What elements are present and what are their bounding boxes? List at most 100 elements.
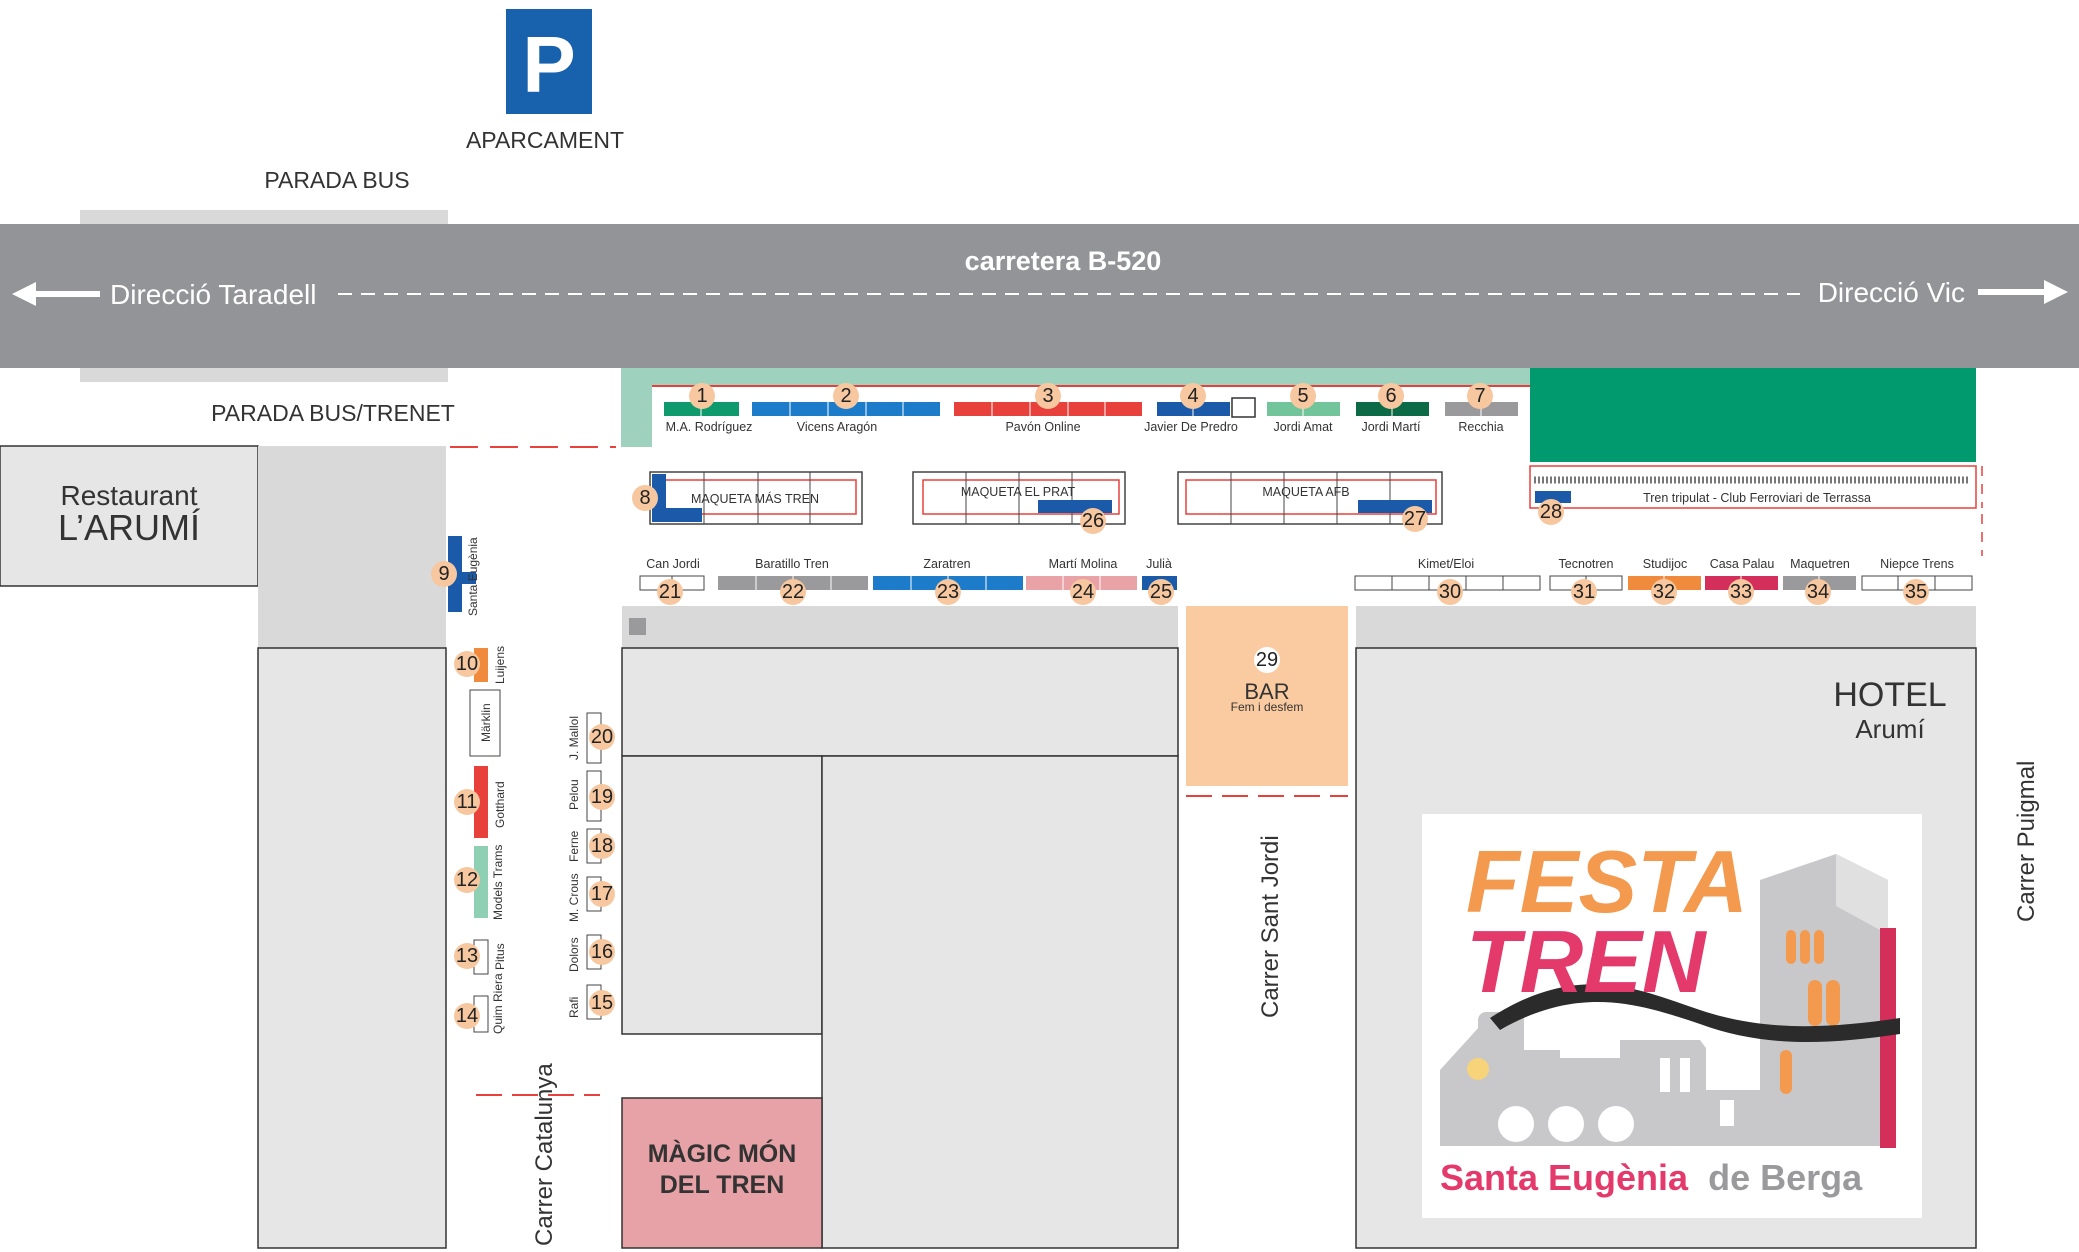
- bus-stop-top-label: PARADA BUS: [264, 167, 409, 193]
- layout-27[interactable]: MAQUETA AFB: [1177, 471, 1443, 525]
- top-stand-labels: M.A. Rodríguez Vicens Aragón Pavón Onlin…: [666, 420, 1504, 434]
- magic-line1: MÀGIC MÓN: [648, 1138, 797, 1168]
- church-tower-icon: [1760, 854, 1896, 1148]
- badge-21: 21: [657, 579, 683, 605]
- stand-3-name: Pavón Online: [1005, 420, 1080, 434]
- badge-2: 2: [833, 383, 859, 409]
- parking-letter: P: [522, 20, 575, 109]
- svg-text:34: 34: [1807, 581, 1829, 603]
- svg-text:18: 18: [591, 835, 613, 857]
- magic-mon-del-tren[interactable]: [621, 1097, 823, 1249]
- badge-18: 18: [589, 833, 615, 859]
- layout-8[interactable]: MAQUETA MÁS TREN: [649, 471, 863, 525]
- badge-7: 7: [1467, 383, 1493, 409]
- poster-title-line1: FESTA: [1466, 832, 1748, 931]
- svg-text:26: 26: [1082, 510, 1104, 532]
- poster-town-suffix: de Berga: [1708, 1157, 1863, 1198]
- svg-text:13: 13: [456, 945, 478, 967]
- svg-text:11: 11: [457, 791, 478, 813]
- bus-stop-bottom: [80, 368, 448, 382]
- stand-6-name: Jordi Martí: [1361, 420, 1421, 434]
- svg-text:1: 1: [696, 385, 707, 407]
- gray-marker: [629, 618, 646, 635]
- stand-15-name: Rafi: [567, 997, 581, 1018]
- bar-area[interactable]: [1186, 606, 1348, 786]
- stand-4[interactable]: [1157, 397, 1256, 418]
- badge-6: 6: [1378, 383, 1404, 409]
- stand-9[interactable]: [448, 536, 476, 612]
- layout-27-name: MAQUETA AFB: [1262, 485, 1349, 499]
- stand-10-name: Luijens: [493, 646, 507, 684]
- svg-text:28: 28: [1540, 501, 1562, 523]
- stand-5-name: Jordi Amat: [1273, 420, 1333, 434]
- badge-25: 25: [1148, 579, 1174, 605]
- badge-1: 1: [689, 383, 715, 409]
- layout-28[interactable]: Tren tripulat - Club Ferroviari de Terra…: [1529, 465, 1983, 509]
- badge-5: 5: [1290, 383, 1316, 409]
- middle-stands-row: [639, 575, 1973, 591]
- bar-name: BAR: [1244, 679, 1289, 704]
- stand-25-name: Julià: [1146, 557, 1172, 571]
- road: carretera B-520 Direcció Taradell Direcc…: [0, 224, 2079, 368]
- badge-33: 33: [1728, 579, 1754, 605]
- stand-4-name: Javier De Predro: [1144, 420, 1238, 434]
- gray-strip: [622, 606, 1178, 648]
- svg-text:19: 19: [591, 786, 613, 808]
- stand-13-name: Pitus: [493, 943, 507, 970]
- direction-left: Direcció Taradell: [110, 279, 316, 310]
- hotel-line1: HOTEL: [1833, 676, 1946, 714]
- svg-text:7: 7: [1474, 385, 1485, 407]
- stand-marklin[interactable]: [469, 689, 501, 757]
- badge-32: 32: [1651, 579, 1677, 605]
- parking-label: APARCAMENT: [466, 127, 624, 153]
- badge-28: 28: [1538, 499, 1564, 525]
- layout-8-name: MAQUETA MÁS TREN: [691, 491, 819, 506]
- stand-11[interactable]: [474, 766, 488, 838]
- svg-text:35: 35: [1905, 581, 1927, 603]
- left-building: [257, 647, 447, 1249]
- stand-16-name: Dolors: [567, 937, 581, 972]
- stand-11-name: Gotthard: [493, 781, 507, 828]
- badge-12: 12: [454, 867, 480, 893]
- block-b: [621, 755, 823, 1035]
- block-a: [621, 647, 1179, 757]
- badge-35: 35: [1903, 579, 1929, 605]
- svg-text:25: 25: [1150, 581, 1172, 603]
- stand-19-name: Pelou: [567, 779, 581, 810]
- locomotive-icon: [1440, 1012, 1770, 1146]
- stand-17-name: M. Crous: [567, 873, 581, 922]
- bar-badge: [1254, 647, 1280, 673]
- restaurant-building: [0, 445, 259, 587]
- badge-19: 19: [589, 784, 615, 810]
- svg-text:20: 20: [591, 726, 613, 748]
- badge-16: 16: [589, 939, 615, 965]
- stand-18-name: Ferne: [567, 830, 581, 862]
- svg-text:8: 8: [639, 487, 650, 509]
- svg-text:2: 2: [840, 385, 851, 407]
- bar-number: 29: [1256, 649, 1278, 671]
- stand-31-name: Tecnotren: [1559, 557, 1614, 571]
- svg-text:14: 14: [456, 1005, 478, 1027]
- stand-2-name: Vicens Aragón: [797, 420, 877, 434]
- magic-line2: DEL TREN: [660, 1171, 785, 1199]
- gray-block: [258, 446, 446, 648]
- layout-26-name: MAQUETA EL PRAT: [961, 485, 1076, 499]
- top-stands-row: [664, 397, 1518, 418]
- block-c: [821, 755, 1179, 1249]
- stand-12[interactable]: [474, 846, 488, 918]
- svg-text:32: 32: [1653, 581, 1675, 603]
- badge-34: 34: [1805, 579, 1831, 605]
- svg-text:16: 16: [591, 941, 613, 963]
- badge-4: 4: [1180, 383, 1206, 409]
- badge-15: 15: [589, 990, 615, 1016]
- stand-20-name: J. Mallol: [567, 716, 581, 760]
- road-name: carretera B-520: [965, 246, 1162, 276]
- festa-tren-poster: FESTA TREN Santa Eugènia de Berga: [1422, 814, 1922, 1218]
- svg-text:24: 24: [1072, 581, 1094, 603]
- badge-22: 22: [780, 579, 806, 605]
- badge-11: 11: [454, 789, 480, 815]
- left-stands-column: [448, 536, 501, 1033]
- stand-9-name: Santa Eugènia: [466, 537, 480, 616]
- stand-33-name: Casa Palau: [1710, 557, 1775, 571]
- hotel-line2: Arumí: [1855, 714, 1925, 744]
